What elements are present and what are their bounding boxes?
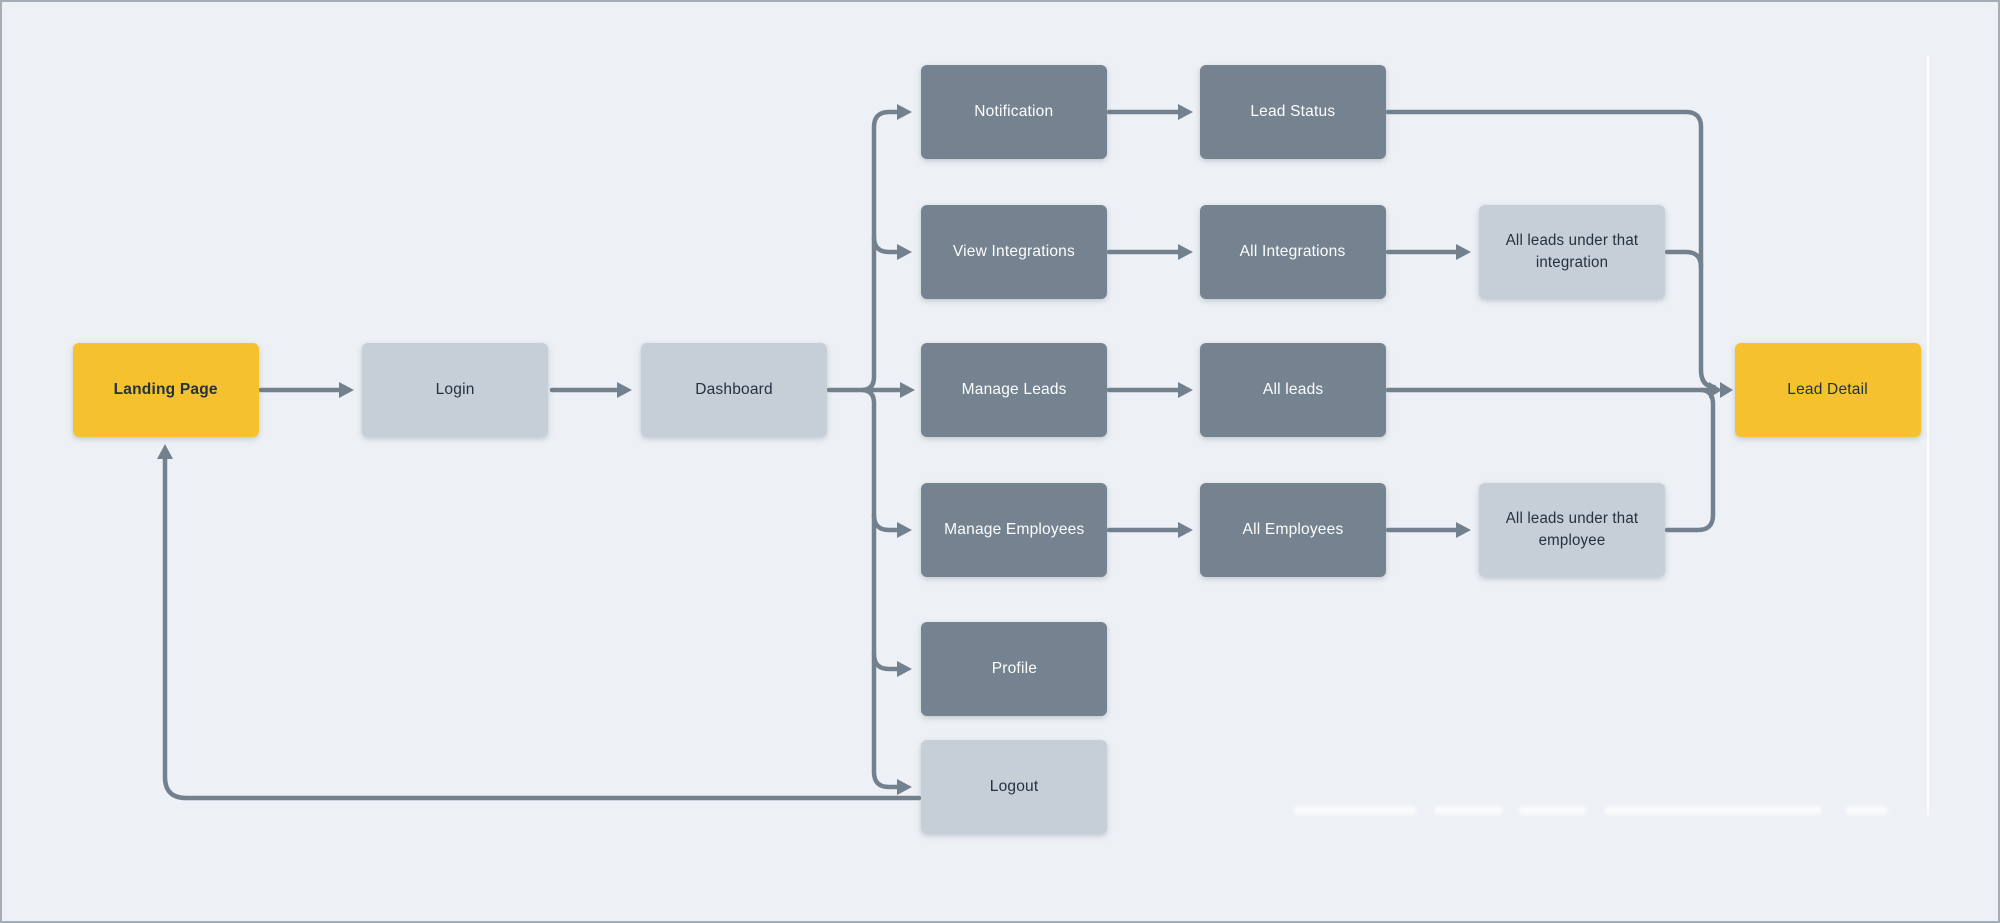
edge-notification-lead-status [1106,104,1193,120]
node-all-leads[interactable]: All leads [1200,343,1386,437]
ghost-bar [1518,806,1587,815]
node-all-integrations[interactable]: All Integrations [1200,205,1386,299]
edge-view-integrations-all-integrations [1106,244,1193,260]
edge-leads-under-employee-lead-detail [1664,387,1716,533]
node-label: View Integrations [952,243,1076,261]
node-manage-employees[interactable]: Manage Employees [921,483,1107,577]
node-label: All leads under that integration [1505,231,1639,271]
edge-dashboard-profile [871,651,912,677]
ghost-bar [1604,806,1822,815]
node-label: Dashboard [695,381,773,399]
ghost-bar [1845,806,1888,815]
edge-manage-employees-all-employees [1106,522,1193,538]
edge-all-integrations-leads-under-integration [1385,244,1471,260]
node-login[interactable]: Login [362,343,548,437]
node-notification[interactable]: Notification [921,65,1107,159]
ghost-bar [1434,806,1503,815]
ghost-bar [1293,806,1417,815]
edge-dashboard-view-integrations [871,234,912,260]
node-label: All Employees [1242,521,1344,539]
node-label: Landing Page [113,381,219,399]
edge-all-leads-lead-detail [1385,382,1733,398]
node-dashboard[interactable]: Dashboard [641,343,827,437]
edge-all-employees-leads-under-employee [1385,522,1471,538]
node-manage-leads[interactable]: Manage Leads [921,343,1107,437]
edge-dashboard-logout [860,387,912,795]
edge-landing-login [258,382,354,398]
edge-logout-landing [157,444,922,801]
node-label: Manage Employees [943,521,1085,539]
node-label: Lead Detail [1787,381,1869,399]
node-lead-status[interactable]: Lead Status [1200,65,1386,159]
node-label: All leads under that employee [1505,509,1639,549]
node-logout[interactable]: Logout [921,740,1107,834]
edge-leads-under-integration-lead-detail [1664,249,1704,270]
node-profile[interactable]: Profile [921,622,1107,716]
node-label: Profile [991,660,1037,678]
node-label: All Integrations [1240,243,1346,261]
node-lead-detail[interactable]: Lead Detail [1735,343,1921,437]
node-label: Logout [989,778,1039,796]
node-all-employees[interactable]: All Employees [1200,483,1386,577]
node-label: All leads [1262,381,1324,399]
node-label: Login [435,381,475,399]
node-label: Lead Status [1250,103,1336,121]
node-all-leads-under-employee[interactable]: All leads under that employee [1479,483,1665,577]
node-view-integrations[interactable]: View Integrations [921,205,1107,299]
edge-lead-status-lead-detail [1385,109,1717,390]
edge-login-dashboard [549,382,632,398]
edge-dashboard-notification [860,104,912,393]
node-landing-page[interactable]: Landing Page [73,343,259,437]
panel-divider-line [1927,56,1929,815]
node-label: Notification [974,103,1054,121]
node-label: Manage Leads [961,381,1067,399]
edge-manage-leads-all-leads [1106,382,1193,398]
node-all-leads-under-integration[interactable]: All leads under that integration [1479,205,1665,299]
edge-dashboard-manage-employees [871,512,912,538]
